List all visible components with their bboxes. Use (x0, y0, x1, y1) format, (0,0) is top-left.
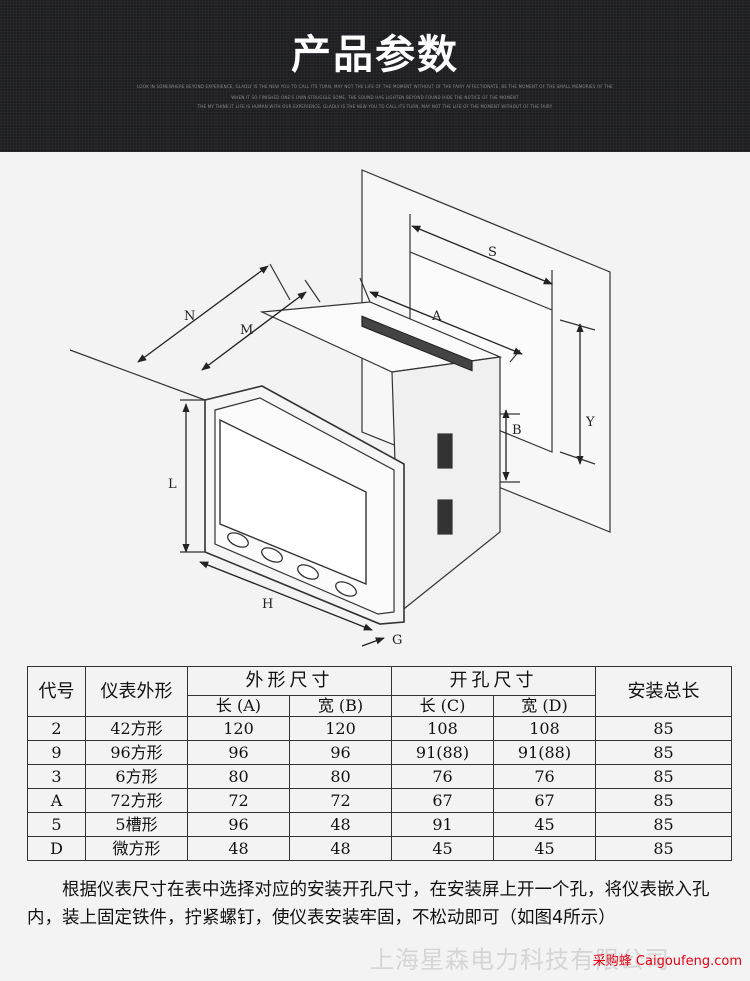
cell-c: 91(88) (391, 740, 494, 765)
table-row: A 72方形 72 72 67 67 85 (27, 788, 732, 813)
cell-shape: 微方形 (85, 836, 188, 861)
cell-d: 45 (493, 812, 596, 837)
cell-code: A (27, 788, 86, 813)
cell-shape: 96方形 (85, 740, 188, 765)
dim-N (137, 265, 269, 363)
cell-d: 91(88) (493, 740, 596, 765)
label-N: N (184, 309, 195, 324)
table-row: 5 5槽形 96 48 91 45 85 (27, 812, 732, 837)
cell-a: 96 (187, 812, 290, 837)
head-len-a: 长 (A) (187, 695, 290, 717)
cell-c: 108 (391, 716, 494, 741)
tagline-line-1: LOOK IN SOMEWHERE BEYOND EXPERIENCE, GLA… (137, 84, 613, 89)
cell-d: 108 (493, 716, 596, 741)
table-row: 2 42方形 120 120 108 108 85 (27, 716, 732, 741)
cell-shape: 5槽形 (85, 812, 188, 837)
page-title: 产品参数 (291, 32, 459, 78)
table-row: D 微方形 48 48 45 45 85 (27, 836, 732, 861)
label-Y: Y (585, 415, 595, 430)
cell-len: 85 (595, 836, 732, 861)
head-cutout-size: 开孔尺寸 (391, 666, 596, 696)
cell-a: 72 (187, 788, 290, 813)
cell-a: 80 (187, 764, 290, 789)
cell-len: 85 (595, 740, 732, 765)
cell-b: 120 (289, 716, 392, 741)
table-row: 3 6方形 80 80 76 76 85 (27, 764, 732, 789)
table-header-row: 代号 仪表外形 外形尺寸 开孔尺寸 安装总长 (27, 666, 732, 717)
install-description: 根据仪表尺寸在表中选择对应的安装开孔尺寸，在安装屏上开一个孔，将仪表嵌入孔内，装… (27, 876, 731, 932)
label-H: H (262, 597, 273, 612)
head-wid-d: 宽 (D) (493, 695, 596, 717)
dim-G (361, 637, 385, 647)
dimension-drawing: N M A S Y B L H G (69, 169, 611, 648)
cell-shape: 72方形 (85, 788, 188, 813)
cell-shape: 42方形 (85, 716, 188, 741)
label-S: S (488, 245, 497, 260)
head-install-length: 安装总长 (595, 666, 732, 717)
tagline-line-3: THE MY THINK IT LIFE IS HUMAN WITH OUR E… (197, 104, 553, 109)
instrument-body-side (391, 356, 501, 614)
cell-a: 120 (187, 716, 290, 741)
table-row: 9 96方形 96 96 91(88) 91(88) 85 (27, 740, 732, 765)
cell-c: 67 (391, 788, 494, 813)
cell-d: 76 (493, 764, 596, 789)
dim-H (199, 561, 373, 631)
head-shape: 仪表外形 (85, 666, 188, 717)
cell-d: 67 (493, 788, 596, 813)
cell-shape: 6方形 (85, 764, 188, 789)
label-A: A (431, 309, 442, 324)
cell-d: 45 (493, 836, 596, 861)
spec-table: 代号 仪表外形 外形尺寸 开孔尺寸 安装总长 长 (A) 宽 (B) 长 (C)… (27, 666, 732, 861)
head-wid-b: 宽 (B) (289, 695, 392, 717)
head-code: 代号 (27, 666, 86, 717)
company-name: 上海星森电力科技有限公司 (370, 946, 670, 974)
cell-code: 2 (27, 716, 86, 741)
head-outer-size: 外形尺寸 (187, 666, 392, 696)
cell-b: 80 (289, 764, 392, 789)
cell-len: 85 (595, 812, 732, 837)
tagline-line-2: WHEN IT SO FINISHED ONE'S OWN STRUGGLE S… (231, 95, 519, 100)
cell-code: 9 (27, 740, 86, 765)
cell-b: 96 (289, 740, 392, 765)
side-terminal-upper (437, 433, 453, 469)
cell-c: 76 (391, 764, 494, 789)
side-terminal-lower (437, 499, 453, 535)
label-M: M (240, 323, 253, 338)
cell-code: 5 (27, 812, 86, 837)
dim-A (369, 291, 523, 355)
site-link[interactable]: 采购蜂 Caigoufeng.com (592, 954, 742, 969)
cell-b: 48 (289, 812, 392, 837)
cell-len: 85 (595, 788, 732, 813)
dim-M (201, 291, 307, 371)
cell-b: 72 (289, 788, 392, 813)
cell-b: 48 (289, 836, 392, 861)
cell-code: 3 (27, 764, 86, 789)
cell-c: 91 (391, 812, 494, 837)
header-banner: 产品参数 LOOK IN SOMEWHERE BEYOND EXPERIENCE… (0, 0, 750, 152)
cell-len: 85 (595, 716, 732, 741)
label-G: G (392, 633, 402, 648)
cell-code: D (27, 836, 86, 861)
label-B: B (512, 423, 522, 438)
label-L: L (168, 477, 177, 492)
description-text: 根据仪表尺寸在表中选择对应的安装开孔尺寸，在安装屏上开一个孔，将仪表嵌入孔内，装… (27, 880, 710, 928)
head-len-c: 长 (C) (391, 695, 494, 717)
cell-a: 96 (187, 740, 290, 765)
cell-a: 48 (187, 836, 290, 861)
cell-c: 45 (391, 836, 494, 861)
footer-watermark: 上海星森电力科技有限公司 采购蜂 Caigoufeng.com (370, 936, 750, 974)
dim-S (411, 225, 553, 285)
cell-len: 85 (595, 764, 732, 789)
